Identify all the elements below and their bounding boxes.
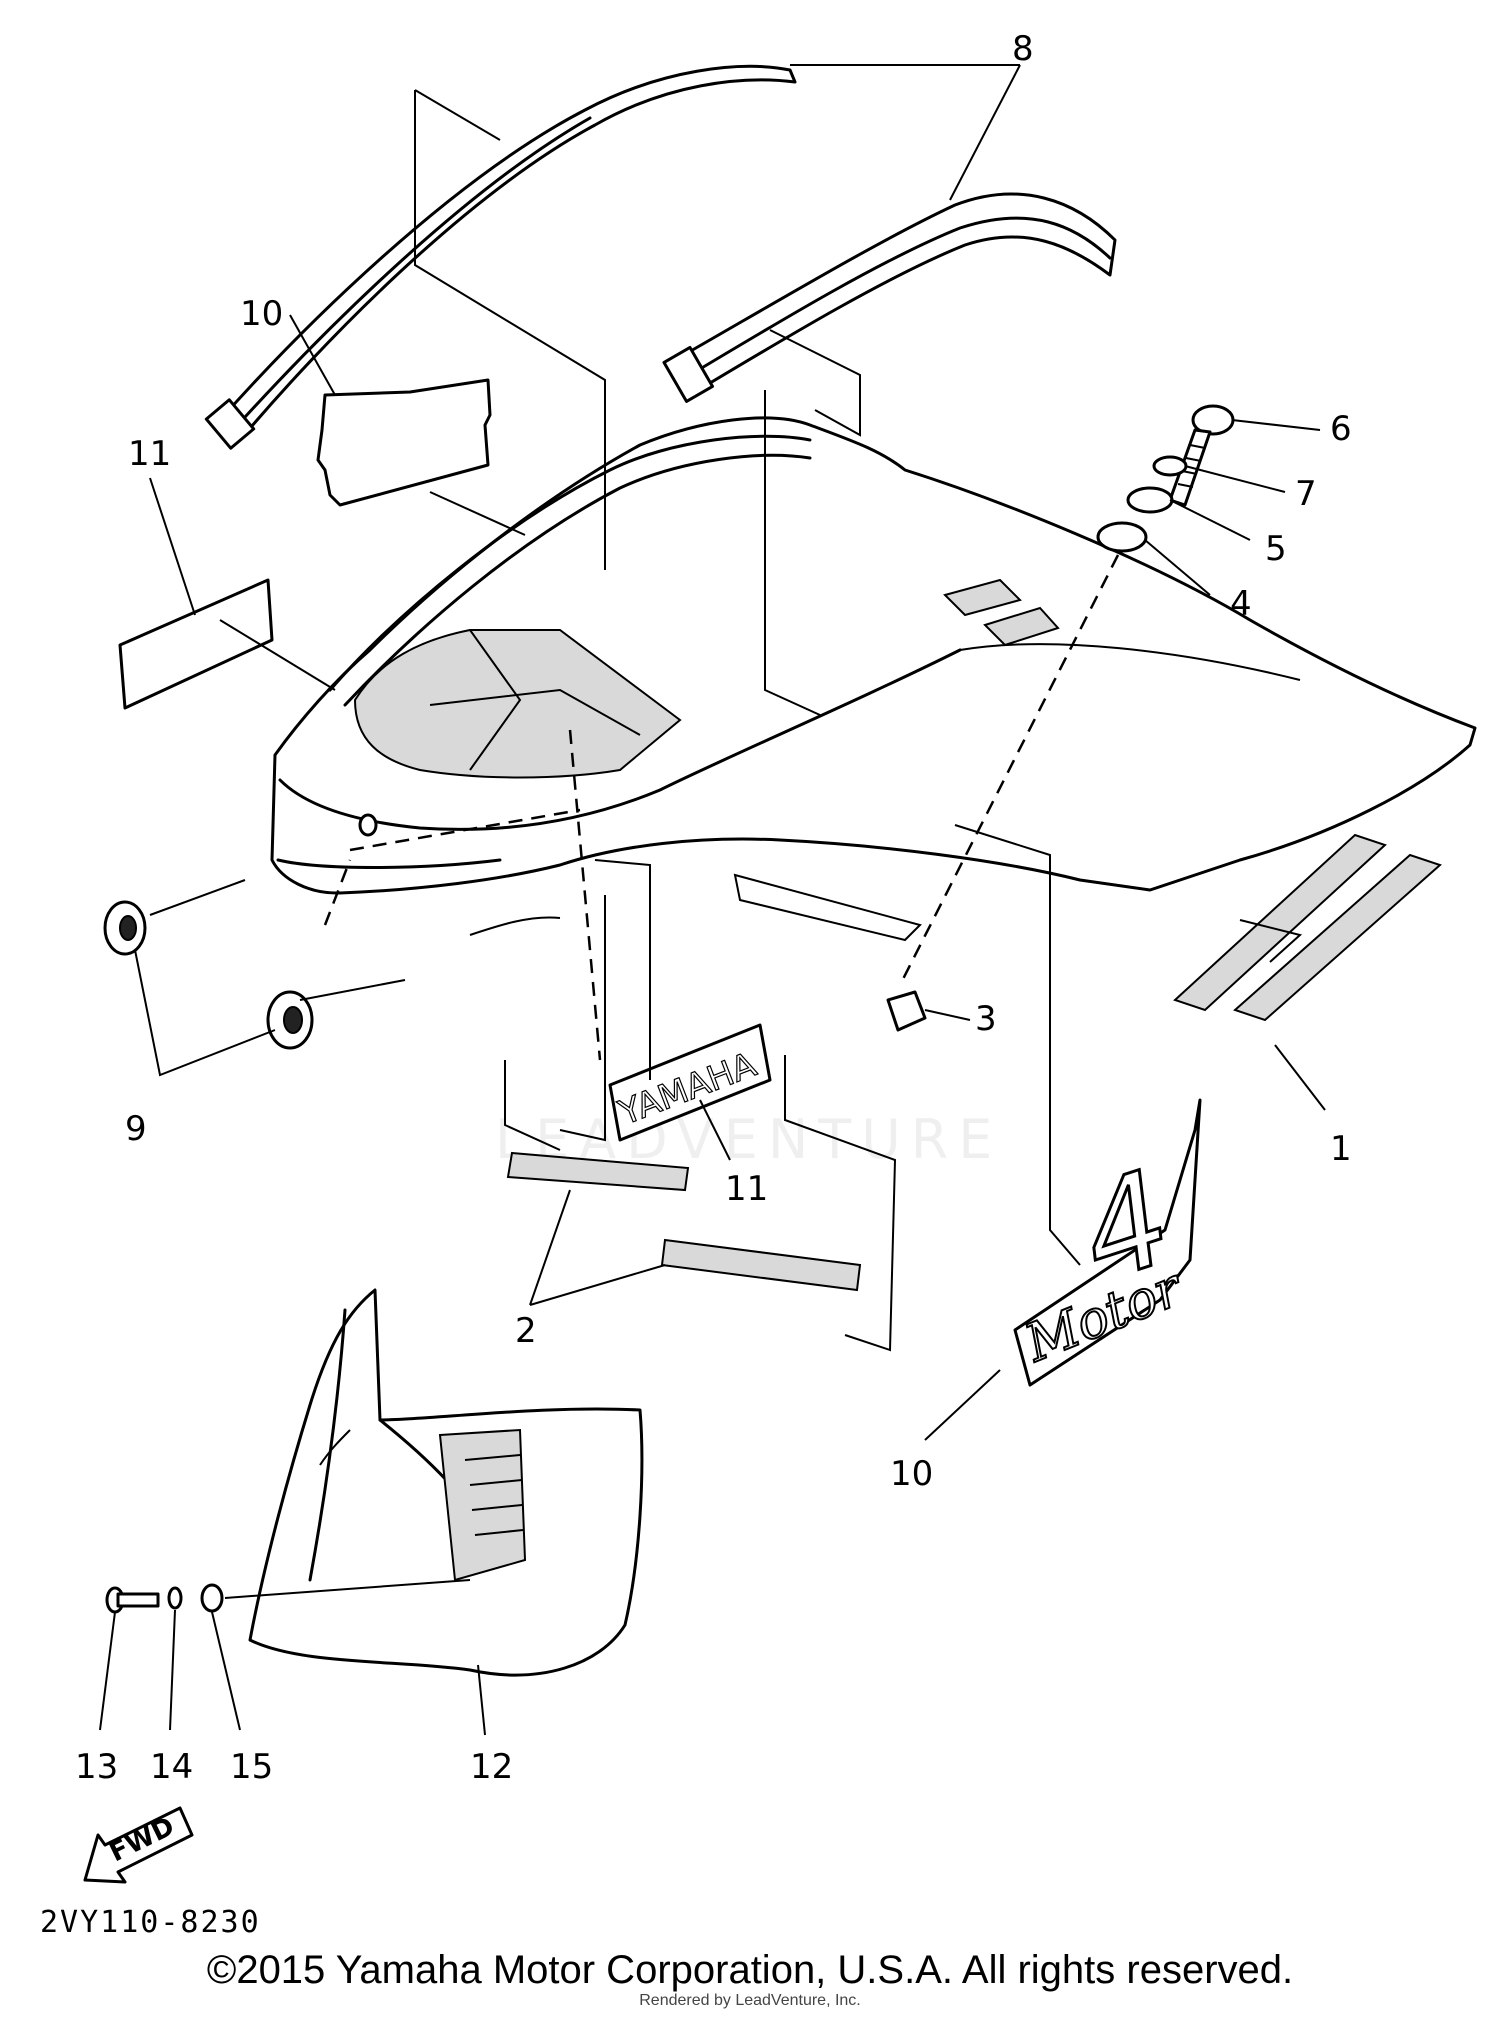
strip-upper-left — [118, 578, 274, 710]
callout-7: 7 — [1295, 474, 1317, 514]
grommet-lower — [266, 990, 314, 1050]
seal-top-right — [662, 192, 1117, 403]
grommet-upper — [103, 900, 147, 956]
strip-front-lower — [660, 1238, 862, 1292]
plate-upper-left — [316, 378, 492, 507]
callout-10-upper: 10 — [240, 294, 283, 334]
callout-4: 4 — [1230, 584, 1252, 624]
callout-14: 14 — [150, 1747, 193, 1787]
callout-13: 13 — [75, 1747, 118, 1787]
callout-6: 6 — [1330, 409, 1352, 449]
washer-4 — [1096, 521, 1148, 553]
clip — [886, 990, 927, 1032]
bolt-13 — [105, 1586, 160, 1614]
callout-11-upper: 11 — [128, 434, 171, 474]
callout-5: 5 — [1265, 529, 1287, 569]
seal-top-left — [204, 64, 797, 450]
callout-3: 3 — [975, 999, 997, 1039]
washer-14 — [167, 1586, 183, 1610]
screw — [1168, 404, 1235, 507]
front-cover — [248, 1288, 644, 1677]
callout-12: 12 — [470, 1747, 513, 1787]
washer-5 — [1126, 486, 1174, 514]
diagram-code: 2VY110-8230 — [40, 1905, 261, 1940]
callout-9: 9 — [125, 1109, 147, 1149]
strip-front-upper — [506, 1151, 690, 1192]
four-motor-decal: 4 Motor — [1013, 1098, 1202, 1387]
callout-8: 8 — [1012, 29, 1034, 69]
callout-11-lower: 11 — [725, 1169, 768, 1209]
rendered-by-notice: Rendered by LeadVenture, Inc. — [639, 1992, 861, 2009]
washer-7 — [1152, 455, 1188, 477]
top-cowling — [270, 416, 1477, 1022]
callouts: 1 2 3 4 5 6 7 8 9 10 10 11 11 11 12 13 1… — [75, 29, 1352, 1787]
alignment-lines — [323, 89, 1120, 1352]
callout-10-lower: 10 — [890, 1454, 933, 1494]
callout-1: 1 — [1330, 1129, 1352, 1169]
callout-15: 15 — [230, 1747, 273, 1787]
leader-lines — [99, 64, 1326, 1736]
copyright-notice: ©2015 Yamaha Motor Corporation, U.S.A. A… — [206, 1948, 1294, 1992]
washer-15 — [200, 1583, 224, 1613]
callout-2: 2 — [515, 1311, 537, 1351]
forward-arrow: FWD — [83, 1806, 194, 1884]
